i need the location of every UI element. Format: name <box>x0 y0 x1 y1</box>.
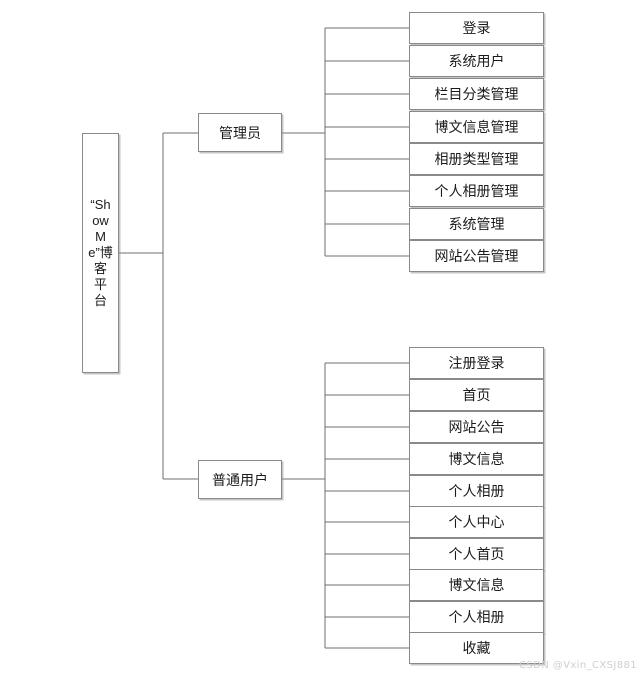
leaf-node-admin-1-label: 登录 <box>462 20 491 36</box>
leaf-node-user-3[interactable]: 网站公告 <box>409 411 544 443</box>
leaf-node-user-7-label: 个人首页 <box>448 546 505 562</box>
leaf-node-user-2-label: 首页 <box>462 387 491 403</box>
leaf-node-admin-6-label: 个人相册管理 <box>434 183 519 199</box>
branch-node-user-label: 普通用户 <box>212 471 268 488</box>
csdn-watermark: CSDN @Vxin_CXSJ881 <box>519 660 637 671</box>
leaf-node-user-9[interactable]: 个人相册 <box>409 601 544 633</box>
leaf-node-admin-4-label: 博文信息管理 <box>434 119 519 135</box>
leaf-node-user-10-label: 收藏 <box>462 640 491 656</box>
root-node-label: “Show Me”博客平台 <box>88 197 113 308</box>
leaf-node-user-4-label: 博文信息 <box>448 451 505 467</box>
leaf-node-user-5[interactable]: 个人相册 <box>409 475 544 507</box>
leaf-node-admin-8-label: 网站公告管理 <box>434 248 519 264</box>
leaf-node-user-1-label: 注册登录 <box>448 355 505 371</box>
branch-node-user[interactable]: 普通用户 <box>198 460 282 499</box>
leaf-node-admin-4[interactable]: 博文信息管理 <box>409 111 544 143</box>
leaf-node-user-2[interactable]: 首页 <box>409 379 544 411</box>
leaf-node-user-8-label: 博文信息 <box>448 577 505 593</box>
leaf-node-user-6-label: 个人中心 <box>448 514 505 530</box>
leaf-node-admin-1[interactable]: 登录 <box>409 12 544 44</box>
branch-node-admin[interactable]: 管理员 <box>198 113 282 152</box>
leaf-node-admin-7-label: 系统管理 <box>448 216 505 232</box>
leaf-node-admin-3-label: 栏目分类管理 <box>434 86 519 102</box>
leaf-node-user-10[interactable]: 收藏 <box>409 632 544 664</box>
leaf-node-admin-7[interactable]: 系统管理 <box>409 208 544 240</box>
leaf-node-user-3-label: 网站公告 <box>448 419 505 435</box>
leaf-node-admin-5[interactable]: 相册类型管理 <box>409 143 544 175</box>
leaf-node-user-8[interactable]: 博文信息 <box>409 569 544 601</box>
leaf-node-user-1[interactable]: 注册登录 <box>409 347 544 379</box>
root-node[interactable]: “Show Me”博客平台 <box>82 133 119 373</box>
leaf-node-admin-8[interactable]: 网站公告管理 <box>409 240 544 272</box>
leaf-node-admin-2[interactable]: 系统用户 <box>409 45 544 77</box>
leaf-node-admin-2-label: 系统用户 <box>448 53 505 69</box>
leaf-node-user-7[interactable]: 个人首页 <box>409 538 544 570</box>
leaf-node-user-4[interactable]: 博文信息 <box>409 443 544 475</box>
leaf-node-admin-6[interactable]: 个人相册管理 <box>409 175 544 207</box>
leaf-node-user-9-label: 个人相册 <box>448 609 505 625</box>
leaf-node-admin-3[interactable]: 栏目分类管理 <box>409 78 544 110</box>
branch-node-admin-label: 管理员 <box>219 124 261 141</box>
leaf-node-admin-5-label: 相册类型管理 <box>434 151 519 167</box>
leaf-node-user-6[interactable]: 个人中心 <box>409 506 544 538</box>
leaf-node-user-5-label: 个人相册 <box>448 483 505 499</box>
